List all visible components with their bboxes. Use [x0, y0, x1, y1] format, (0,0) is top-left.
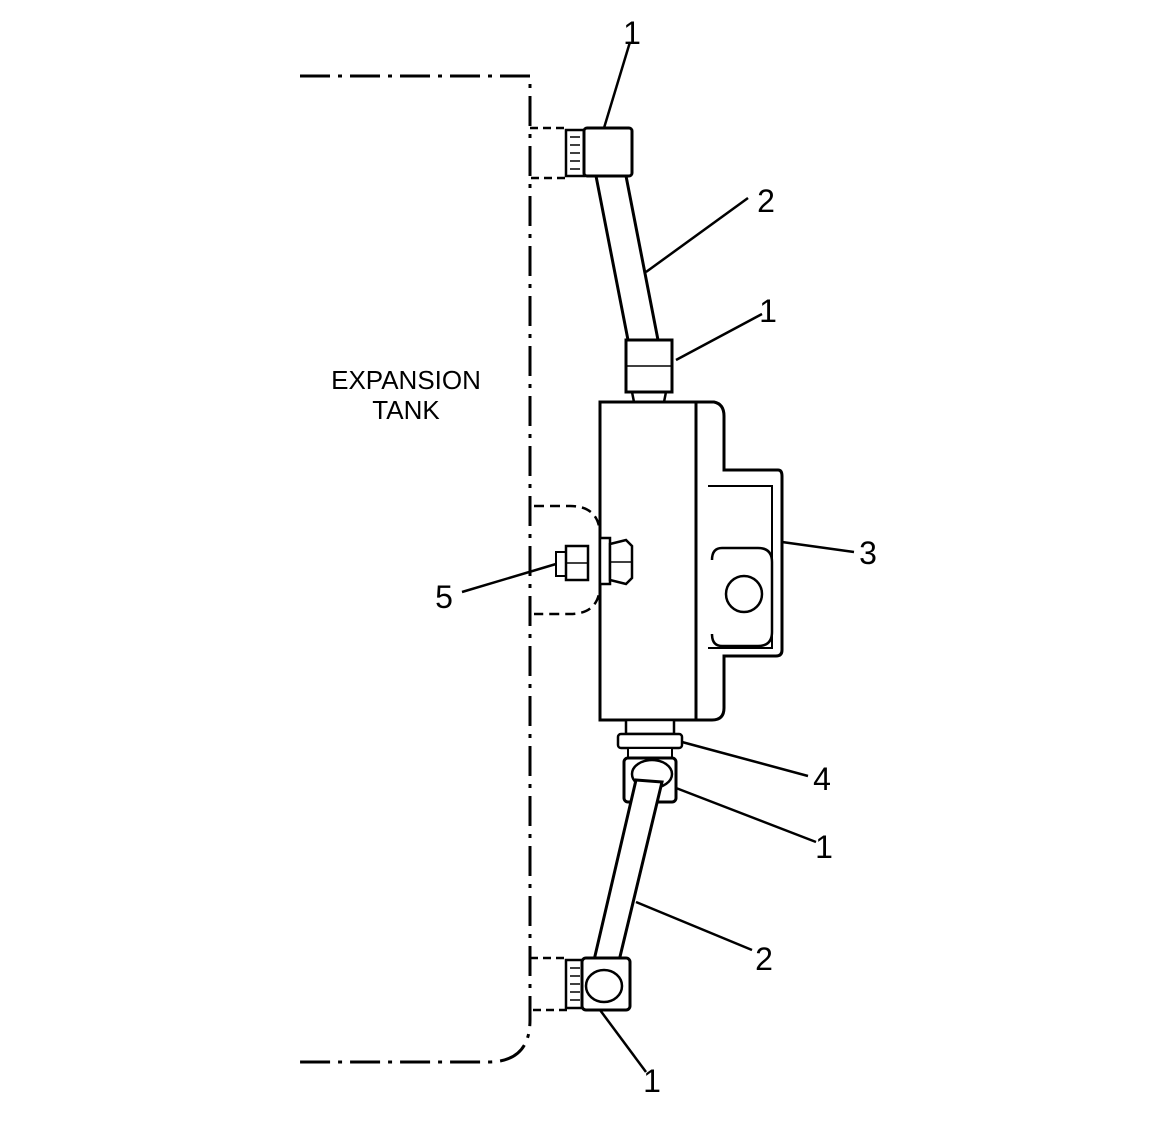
top-tank-boss: [530, 126, 570, 180]
mounting-bracket-hidden: [534, 504, 602, 616]
callout-2-bottom: 2: [755, 941, 773, 977]
callout-1-lower-mid: 1: [815, 829, 833, 865]
leader-3: [781, 540, 855, 554]
leader-1-upper-mid: [675, 312, 763, 362]
leader-1-bottom: [598, 1009, 648, 1073]
top-tube: [594, 174, 660, 342]
callout-4: 4: [813, 761, 831, 797]
leader-lines: [461, 41, 855, 1073]
leader-1-lower-mid: [675, 786, 817, 844]
upper-mid-fitting: [624, 338, 674, 404]
callout-1-top: 1: [623, 15, 641, 51]
callout-3: 3: [859, 535, 877, 571]
callout-1-bottom: 1: [643, 1063, 661, 1099]
expansion-tank-outline: [300, 74, 532, 1064]
top-elbow-fitting: [564, 126, 634, 178]
leader-2-bottom: [635, 900, 753, 952]
leader-2-top: [645, 196, 749, 274]
callout-2-top: 2: [757, 183, 775, 219]
callout-5: 5: [435, 579, 453, 615]
leader-4: [681, 740, 809, 778]
tank-label-line-1: EXPANSION: [331, 365, 481, 395]
bottom-elbow-fitting: [564, 956, 632, 1012]
sight-glass-bore: [724, 574, 764, 614]
tank-label-line-2: TANK: [372, 395, 440, 425]
bottom-adapter-nut: [616, 718, 684, 759]
bottom-tank-boss: [530, 956, 570, 1012]
bolt-nut-assembly: [555, 536, 634, 586]
callout-1-upper-mid: 1: [759, 293, 777, 329]
leader-1-top: [602, 41, 632, 129]
leader-5: [461, 562, 557, 594]
